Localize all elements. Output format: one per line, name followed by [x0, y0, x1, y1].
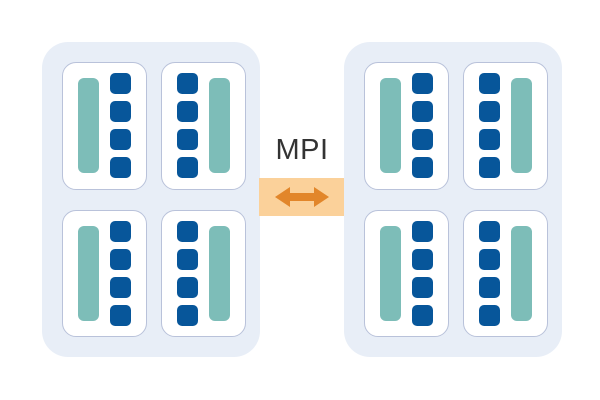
core-block-icon [412, 129, 433, 151]
core-block-icon [177, 101, 198, 123]
core-block-icon [412, 101, 433, 123]
node-grid-left [62, 62, 246, 337]
node-card-l1 [62, 62, 147, 190]
mpi-label: MPI [275, 134, 329, 166]
core-block-icon [110, 304, 131, 326]
core-block-icon [479, 73, 500, 95]
memory-bar-icon [380, 225, 401, 321]
mpi-arrow-box [259, 178, 345, 216]
node-card-r3 [364, 209, 449, 337]
core-block-icon [479, 220, 500, 242]
core-block-icon [412, 248, 433, 270]
core-block-icon [110, 220, 131, 242]
memory-bar-icon [209, 78, 230, 174]
core-stack [110, 73, 131, 179]
memory-bar-icon [78, 78, 99, 174]
core-block-icon [412, 157, 433, 179]
cluster-right [344, 42, 562, 357]
core-block-icon [479, 248, 500, 270]
core-block-icon [110, 157, 131, 179]
core-block-icon [177, 220, 198, 242]
core-stack [177, 73, 198, 179]
core-block-icon [479, 157, 500, 179]
core-stack [110, 220, 131, 326]
node-card-l4 [161, 209, 246, 337]
core-block-icon [412, 73, 433, 95]
core-block-icon [412, 276, 433, 298]
core-stack [412, 220, 433, 326]
core-stack [412, 73, 433, 179]
core-block-icon [177, 157, 198, 179]
core-stack [479, 73, 500, 179]
core-stack [479, 220, 500, 326]
core-block-icon [479, 129, 500, 151]
core-block-icon [412, 304, 433, 326]
node-card-l2 [161, 62, 246, 190]
mpi-link: MPI [259, 130, 345, 216]
core-block-icon [177, 276, 198, 298]
memory-bar-icon [380, 78, 401, 174]
core-block-icon [110, 129, 131, 151]
core-block-icon [110, 101, 131, 123]
core-block-icon [479, 276, 500, 298]
core-stack [177, 220, 198, 326]
core-block-icon [110, 248, 131, 270]
memory-bar-icon [511, 78, 532, 174]
double-headed-horizontal-arrow-icon [275, 187, 329, 207]
core-block-icon [412, 220, 433, 242]
core-block-icon [479, 304, 500, 326]
core-block-icon [177, 304, 198, 326]
memory-bar-icon [511, 225, 532, 321]
memory-bar-icon [209, 225, 230, 321]
core-block-icon [177, 129, 198, 151]
core-block-icon [177, 73, 198, 95]
cluster-left [42, 42, 260, 357]
node-card-l3 [62, 209, 147, 337]
core-block-icon [177, 248, 198, 270]
core-block-icon [110, 73, 131, 95]
memory-bar-icon [78, 225, 99, 321]
node-grid-right [364, 62, 548, 337]
core-block-icon [110, 276, 131, 298]
node-card-r1 [364, 62, 449, 190]
core-block-icon [479, 101, 500, 123]
node-card-r4 [463, 209, 548, 337]
node-card-r2 [463, 62, 548, 190]
